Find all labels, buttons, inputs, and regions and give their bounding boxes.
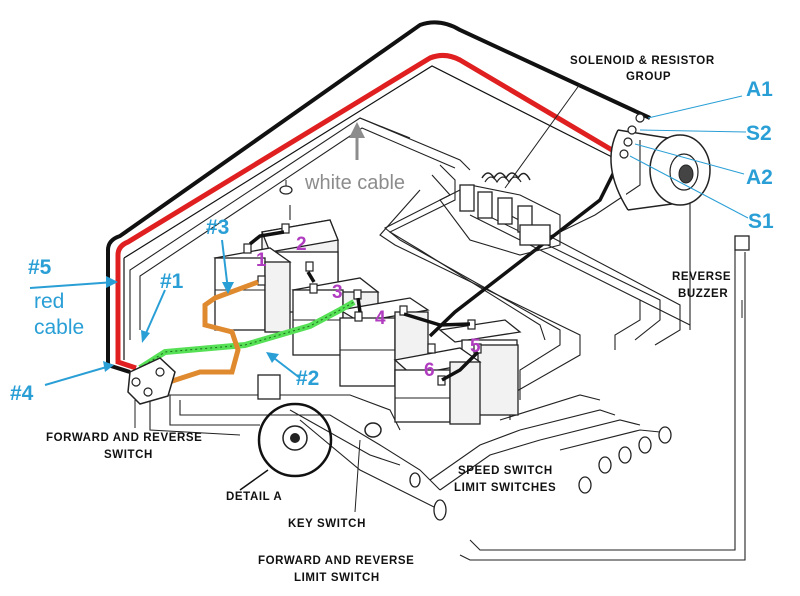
solenoid-resistor-group (439, 83, 581, 256)
battery-numbers: 1 2 3 4 5 6 (256, 234, 481, 381)
detail-a-label: DETAIL A (226, 491, 282, 503)
cable-4-annotation: #4 (10, 382, 34, 405)
fr-limit-label-2: LIMIT SWITCH (294, 572, 380, 584)
detail-a (239, 374, 333, 491)
red-cable-annotation-1: red (34, 290, 64, 313)
key-switch (354, 422, 382, 513)
speed-switch-label-2: LIMIT SWITCHES (454, 482, 556, 494)
harness-wires (129, 117, 746, 561)
cable-5-annotation: #5 (28, 256, 52, 279)
fr-switch-label-2: SWITCH (104, 449, 153, 461)
battery-number-1: 1 (256, 250, 267, 271)
solenoid-label-1: SOLENOID & RESISTOR (570, 55, 715, 67)
speed-limit-switches (409, 426, 672, 521)
green-cable (138, 299, 356, 371)
white-cable-annotation: white cable (304, 172, 405, 194)
diagram-labels: SOLENOID & RESISTOR GROUP REVERSE BUZZER… (46, 55, 731, 584)
reverse-buzzer-label-1: REVERSE (672, 271, 731, 283)
battery-jumpers (248, 159, 622, 382)
battery-number-3: 3 (332, 282, 343, 303)
battery-6 (393, 347, 482, 425)
battery-number-6: 6 (424, 360, 435, 381)
top-connector (279, 180, 293, 195)
speed-switch-label-1: SPEED SWITCH (458, 465, 553, 477)
annotation-arrows (29, 95, 749, 386)
battery-number-4: 4 (375, 308, 386, 329)
battery-number-2: 2 (296, 234, 307, 255)
motor-s2-annotation: S2 (746, 122, 772, 145)
fr-limit-label-1: FORWARD AND REVERSE (258, 555, 414, 567)
reverse-buzzer-label-2: BUZZER (678, 288, 728, 300)
orange-cable (159, 279, 259, 388)
cable-3-annotation: #3 (206, 216, 229, 239)
battery-5 (438, 319, 522, 416)
annotation-text: white cable #5 red cable #1 #3 #2 #4 A1 … (10, 78, 774, 405)
red-cable-annotation-2: cable (34, 316, 84, 339)
reverse-buzzer (734, 235, 750, 318)
cable-1-annotation: #1 (160, 270, 184, 293)
fr-switch-label-1: FORWARD AND REVERSE (46, 432, 202, 444)
motor-a1-annotation: A1 (746, 78, 773, 101)
motor (610, 113, 711, 211)
motor-s1-annotation: S1 (748, 210, 774, 233)
red-cable (115, 52, 615, 371)
motor-a2-annotation: A2 (746, 166, 773, 189)
solenoid-label-2: GROUP (626, 71, 671, 83)
forward-reverse-switch (127, 357, 176, 428)
battery-number-5: 5 (470, 336, 481, 357)
battery-terminals (243, 223, 482, 386)
cable-2-annotation: #2 (296, 367, 319, 390)
key-switch-label: KEY SWITCH (288, 518, 366, 530)
